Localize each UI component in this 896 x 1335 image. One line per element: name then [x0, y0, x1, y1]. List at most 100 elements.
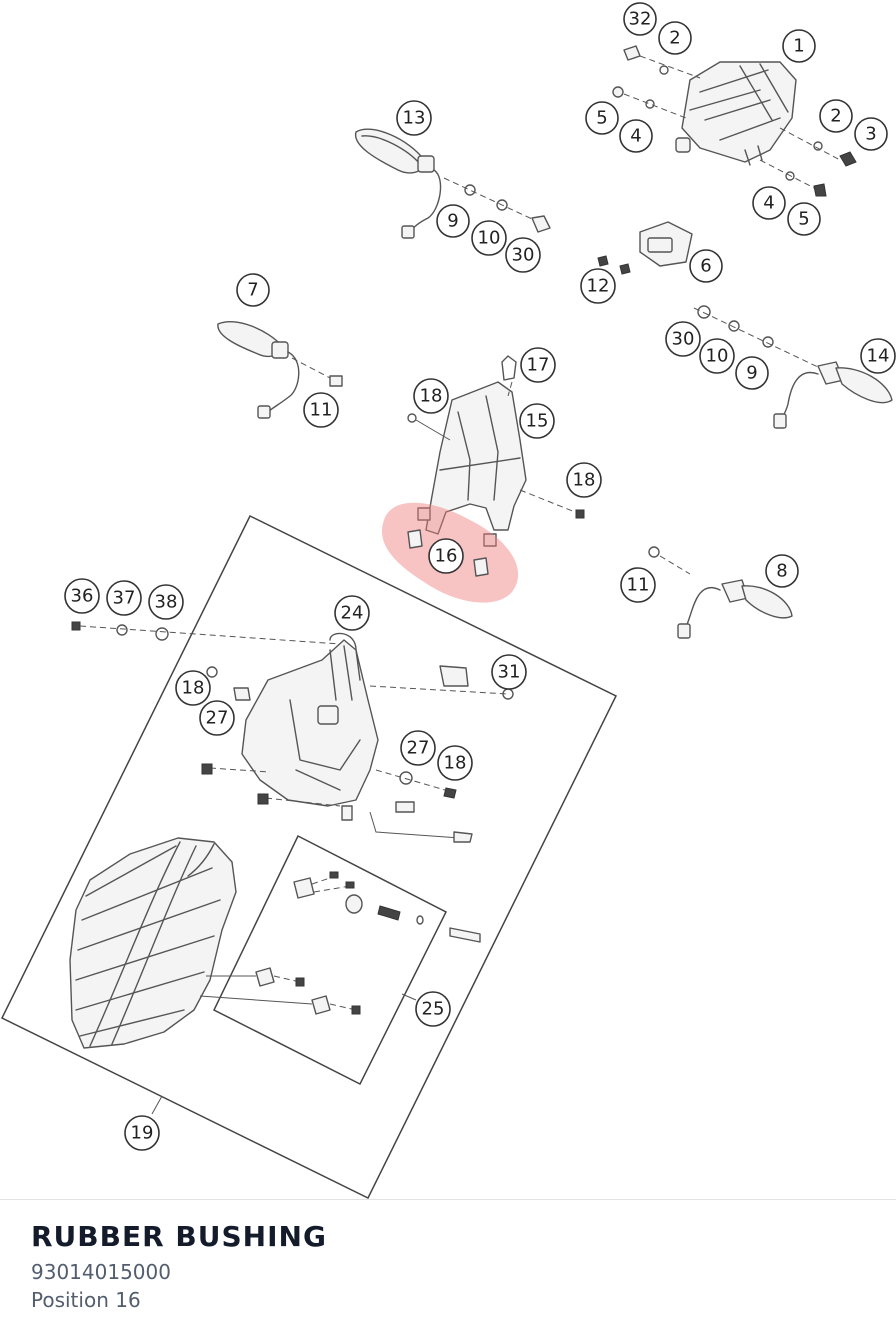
callout-1[interactable]: 1 [782, 29, 816, 63]
svg-text:14: 14 [867, 346, 890, 367]
svg-text:5: 5 [798, 209, 809, 230]
svg-text:18: 18 [573, 470, 596, 491]
svg-text:30: 30 [512, 245, 535, 266]
turn-signal-7 [217, 321, 343, 419]
callout-15[interactable]: 15 [519, 403, 555, 439]
callout-19[interactable]: 19 [124, 1115, 160, 1151]
svg-text:30: 30 [672, 329, 695, 350]
callout-3[interactable]: 3 [854, 117, 888, 151]
callout-6[interactable]: 6 [689, 249, 723, 283]
svg-text:32: 32 [629, 9, 652, 30]
rubber-bushing-part-16 [407, 529, 489, 577]
callout-leaders [151, 993, 417, 1115]
turn-signal-14 [693, 305, 893, 429]
callout-18[interactable]: 18 [566, 462, 602, 498]
callout-2[interactable]: 2 [658, 21, 692, 55]
svg-text:6: 6 [700, 256, 711, 277]
screw-washer-36-37-38 [71, 621, 341, 645]
callout-36[interactable]: 36 [64, 578, 100, 614]
callout-9[interactable]: 9 [436, 204, 470, 238]
svg-text:36: 36 [71, 586, 94, 607]
svg-text:9: 9 [447, 211, 458, 232]
svg-text:10: 10 [706, 346, 729, 367]
callout-27[interactable]: 27 [400, 730, 436, 766]
part-number: 93014015000 [31, 1260, 171, 1284]
callout-18[interactable]: 18 [437, 745, 473, 781]
callout-5[interactable]: 5 [585, 101, 619, 135]
callout-13[interactable]: 13 [396, 100, 432, 136]
part-name: RUBBER BUSHING [31, 1220, 327, 1253]
part-6-unit [597, 221, 693, 275]
svg-text:18: 18 [182, 678, 205, 699]
svg-text:16: 16 [435, 546, 458, 567]
callout-10[interactable]: 10 [471, 220, 507, 256]
svg-text:13: 13 [403, 108, 426, 129]
svg-text:24: 24 [341, 603, 364, 624]
callout-38[interactable]: 38 [148, 584, 184, 620]
callout-4[interactable]: 4 [619, 119, 653, 153]
turn-signal-13 [355, 128, 551, 239]
callout-16-selected[interactable]: 16 [428, 538, 464, 574]
headlight-bracket-24 [241, 632, 379, 807]
callout-24[interactable]: 24 [334, 595, 370, 631]
callout-14[interactable]: 14 [860, 338, 896, 374]
callout-4[interactable]: 4 [752, 186, 786, 220]
exploded-parts-diagram: 32 2 1 5 4 2 3 4 5 13 9 10 30 6 12 7 11 … [0, 2, 896, 1200]
svg-text:31: 31 [498, 662, 521, 683]
svg-text:18: 18 [420, 386, 443, 407]
adjuster-parts-25 [199, 871, 481, 1015]
svg-text:1: 1 [793, 36, 804, 57]
svg-text:18: 18 [444, 753, 467, 774]
svg-text:2: 2 [669, 28, 680, 49]
svg-text:5: 5 [596, 108, 607, 129]
svg-text:8: 8 [776, 561, 787, 582]
callout-18[interactable]: 18 [175, 670, 211, 706]
callout-31[interactable]: 31 [491, 654, 527, 690]
callout-30[interactable]: 30 [505, 237, 541, 273]
headlight-housing [69, 837, 237, 1049]
svg-text:7: 7 [247, 280, 258, 301]
callout-8[interactable]: 8 [765, 554, 799, 588]
svg-text:27: 27 [206, 708, 229, 729]
part-position: Position 16 [31, 1288, 141, 1312]
svg-text:38: 38 [155, 592, 178, 613]
svg-text:11: 11 [310, 400, 333, 421]
callout-5[interactable]: 5 [787, 202, 821, 236]
cluster-hardware [612, 45, 857, 197]
svg-text:12: 12 [587, 276, 610, 297]
svg-text:37: 37 [113, 588, 136, 609]
assembly-19-frame [0, 514, 618, 1200]
svg-text:15: 15 [526, 411, 549, 432]
svg-text:11: 11 [627, 575, 650, 596]
callout-37[interactable]: 37 [106, 580, 142, 616]
svg-text:3: 3 [865, 124, 876, 145]
part-info-panel: RUBBER BUSHING 93014015000 Position 16 [0, 1199, 896, 1335]
bracket-24-hardware [201, 665, 514, 843]
callout-7[interactable]: 7 [236, 273, 270, 307]
svg-text:10: 10 [478, 228, 501, 249]
turn-signal-8 [648, 546, 793, 639]
svg-text:4: 4 [763, 193, 774, 214]
headlight-bracket-15 [407, 355, 585, 547]
callout-18[interactable]: 18 [413, 378, 449, 414]
callout-17[interactable]: 17 [520, 347, 556, 383]
callout-25[interactable]: 25 [415, 991, 451, 1027]
svg-text:4: 4 [630, 126, 641, 147]
assembly-25-frame [213, 834, 448, 1086]
callout-9[interactable]: 9 [735, 356, 769, 390]
callout-12[interactable]: 12 [580, 268, 616, 304]
callout-10[interactable]: 10 [699, 338, 735, 374]
instrument-cluster-part [675, 61, 797, 166]
callout-11[interactable]: 11 [303, 392, 339, 428]
callout-27[interactable]: 27 [199, 700, 235, 736]
svg-text:17: 17 [527, 355, 550, 376]
svg-text:2: 2 [830, 106, 841, 127]
svg-text:27: 27 [407, 738, 430, 759]
svg-text:25: 25 [422, 999, 445, 1020]
svg-text:19: 19 [131, 1123, 154, 1144]
callout-30[interactable]: 30 [665, 321, 701, 357]
callout-2[interactable]: 2 [819, 99, 853, 133]
callout-11[interactable]: 11 [620, 567, 656, 603]
svg-text:9: 9 [746, 363, 757, 384]
callout-32[interactable]: 32 [623, 2, 657, 36]
